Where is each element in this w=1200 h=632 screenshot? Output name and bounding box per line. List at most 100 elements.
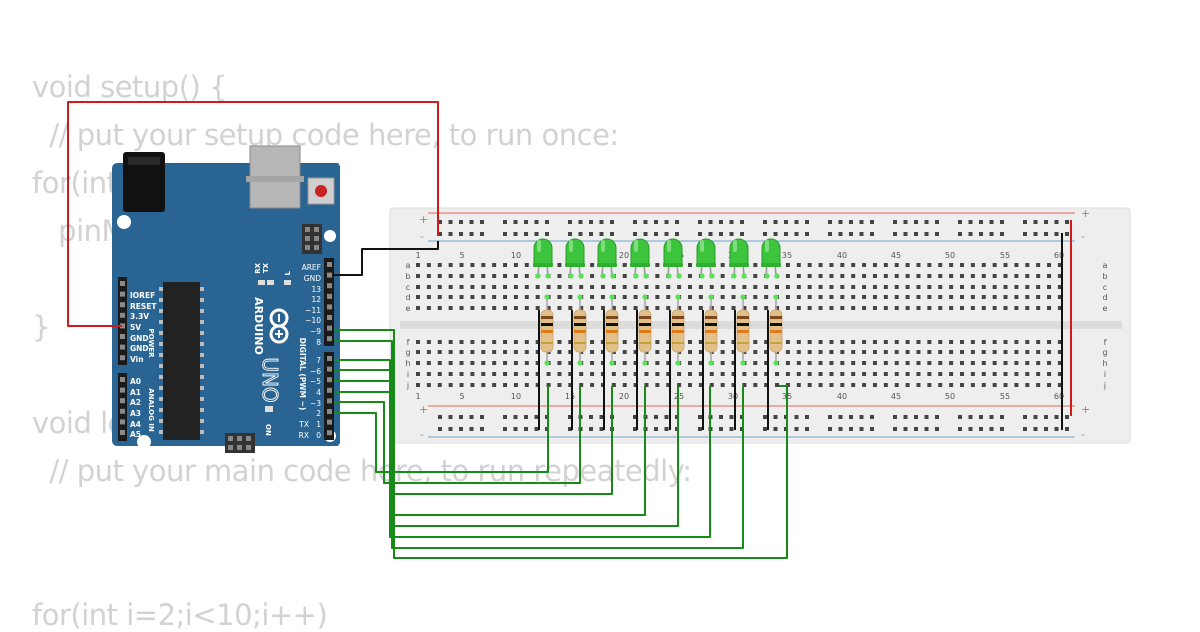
wire-pin6[interactable] — [334, 369, 679, 527]
breadboard-hole — [492, 361, 497, 365]
wire-pin9[interactable] — [334, 329, 788, 559]
resistor[interactable] — [568, 273, 587, 430]
wire-pin7[interactable] — [334, 359, 711, 538]
breadboard-hole — [416, 340, 420, 344]
rail-hole — [935, 427, 939, 431]
dc-power-jack — [123, 152, 165, 212]
wire-pin8[interactable] — [334, 340, 744, 549]
rail-plus-sign: + — [419, 213, 428, 226]
rail-hole — [633, 427, 637, 431]
led[interactable] — [663, 238, 683, 277]
rail-hole — [654, 220, 658, 224]
breadboard-hole — [840, 263, 845, 267]
wire-pin2[interactable] — [334, 386, 549, 473]
breadboard-hole — [622, 372, 627, 376]
breadboard-hole — [905, 350, 910, 354]
breadboard-hole — [600, 295, 605, 299]
connection-dot — [577, 294, 583, 300]
breadboard-hole — [807, 361, 812, 365]
breadboard-hole — [1014, 263, 1019, 267]
wire-pin4[interactable] — [334, 386, 613, 495]
resistor[interactable] — [633, 273, 652, 430]
breadboard-hole — [818, 383, 823, 387]
connection-dot — [633, 273, 639, 279]
rail-hole — [849, 232, 853, 236]
led[interactable] — [533, 238, 553, 277]
resistor[interactable] — [731, 273, 750, 430]
rail-hole — [914, 427, 918, 431]
breadboard-hole — [1047, 340, 1052, 344]
breadboard-hole — [600, 340, 605, 344]
breadboard-hole — [622, 350, 627, 354]
breadboard-hole — [1003, 372, 1008, 376]
wire-5v-power[interactable] — [67, 101, 439, 327]
breadboard-hole — [1003, 295, 1008, 299]
pin-label-7: 7 — [316, 356, 321, 365]
pin-label-gnd: GND — [130, 334, 149, 343]
rail-hole — [763, 232, 767, 236]
row-letter: d — [1102, 293, 1107, 302]
breadboard-hole — [709, 383, 714, 387]
rail-hole — [794, 415, 799, 419]
rail-minus-sign: - — [420, 230, 424, 243]
breadboard-hole — [753, 274, 758, 278]
breadboard-hole — [829, 295, 834, 299]
breadboard-hole — [764, 340, 769, 344]
breadboard-holes[interactable] — [416, 220, 1069, 431]
led[interactable] — [597, 238, 617, 277]
breadboard-hole — [1057, 274, 1062, 278]
header-pin — [327, 366, 332, 372]
column-number: 60 — [1054, 392, 1064, 401]
breadboard-hole — [1036, 263, 1041, 267]
breadboard-hole — [731, 372, 736, 376]
rail-hole — [719, 232, 723, 236]
breadboard-hole — [894, 361, 899, 365]
breadboard-hole — [426, 295, 431, 299]
led[interactable] — [729, 238, 749, 277]
resistor-band — [606, 323, 618, 326]
wire-pin3[interactable] — [334, 386, 581, 484]
rail-hole — [1000, 220, 1004, 224]
breadboard-hole — [611, 306, 616, 310]
breadboard[interactable]: + + + + - - - - 1 5 10 15 20 25 30 35 40… — [389, 207, 1131, 444]
wire-gnd[interactable] — [334, 241, 439, 276]
resistor[interactable] — [699, 273, 718, 430]
breadboard-hole — [938, 263, 943, 267]
led[interactable] — [761, 238, 781, 277]
header-pins[interactable] — [120, 262, 332, 436]
breadboard-hole — [1014, 295, 1019, 299]
breadboard-hole — [796, 274, 801, 278]
breadboard-hole — [481, 306, 486, 310]
breadboard-hole — [666, 350, 671, 354]
rail-hole — [859, 232, 864, 236]
breadboard-hole — [1003, 383, 1008, 387]
led[interactable] — [630, 238, 650, 277]
reset-button[interactable] — [315, 185, 327, 197]
breadboard-hole — [666, 295, 671, 299]
breadboard-hole — [840, 361, 845, 365]
resistor[interactable] — [535, 273, 554, 430]
breadboard-hole — [503, 361, 508, 365]
resistor[interactable] — [666, 273, 685, 430]
rail-hole — [448, 427, 453, 431]
arduino-uno-board[interactable]: TX RX L ON AREF GND 13 12 ~11 ~10 ~9 8 7… — [112, 145, 340, 453]
wire-pin5[interactable] — [334, 380, 646, 516]
resistor-band — [639, 316, 651, 319]
breadboard-hole — [764, 295, 769, 299]
breadboard-hole — [796, 285, 801, 289]
components[interactable] — [533, 238, 783, 430]
resistor[interactable] — [600, 273, 619, 430]
breadboard-hole — [513, 285, 518, 289]
rail-hole — [1044, 415, 1048, 419]
rail-hole — [838, 232, 843, 236]
breadboard-hole — [416, 383, 420, 387]
breadboard-hole — [764, 372, 769, 376]
rail-hole — [893, 232, 897, 236]
rail-hole — [675, 232, 679, 236]
led-body — [729, 238, 749, 266]
resistor[interactable] — [764, 273, 783, 430]
breadboard-hole — [459, 295, 464, 299]
header-pin — [327, 398, 332, 404]
rail-hole — [599, 415, 604, 419]
breadboard-hole — [883, 350, 888, 354]
